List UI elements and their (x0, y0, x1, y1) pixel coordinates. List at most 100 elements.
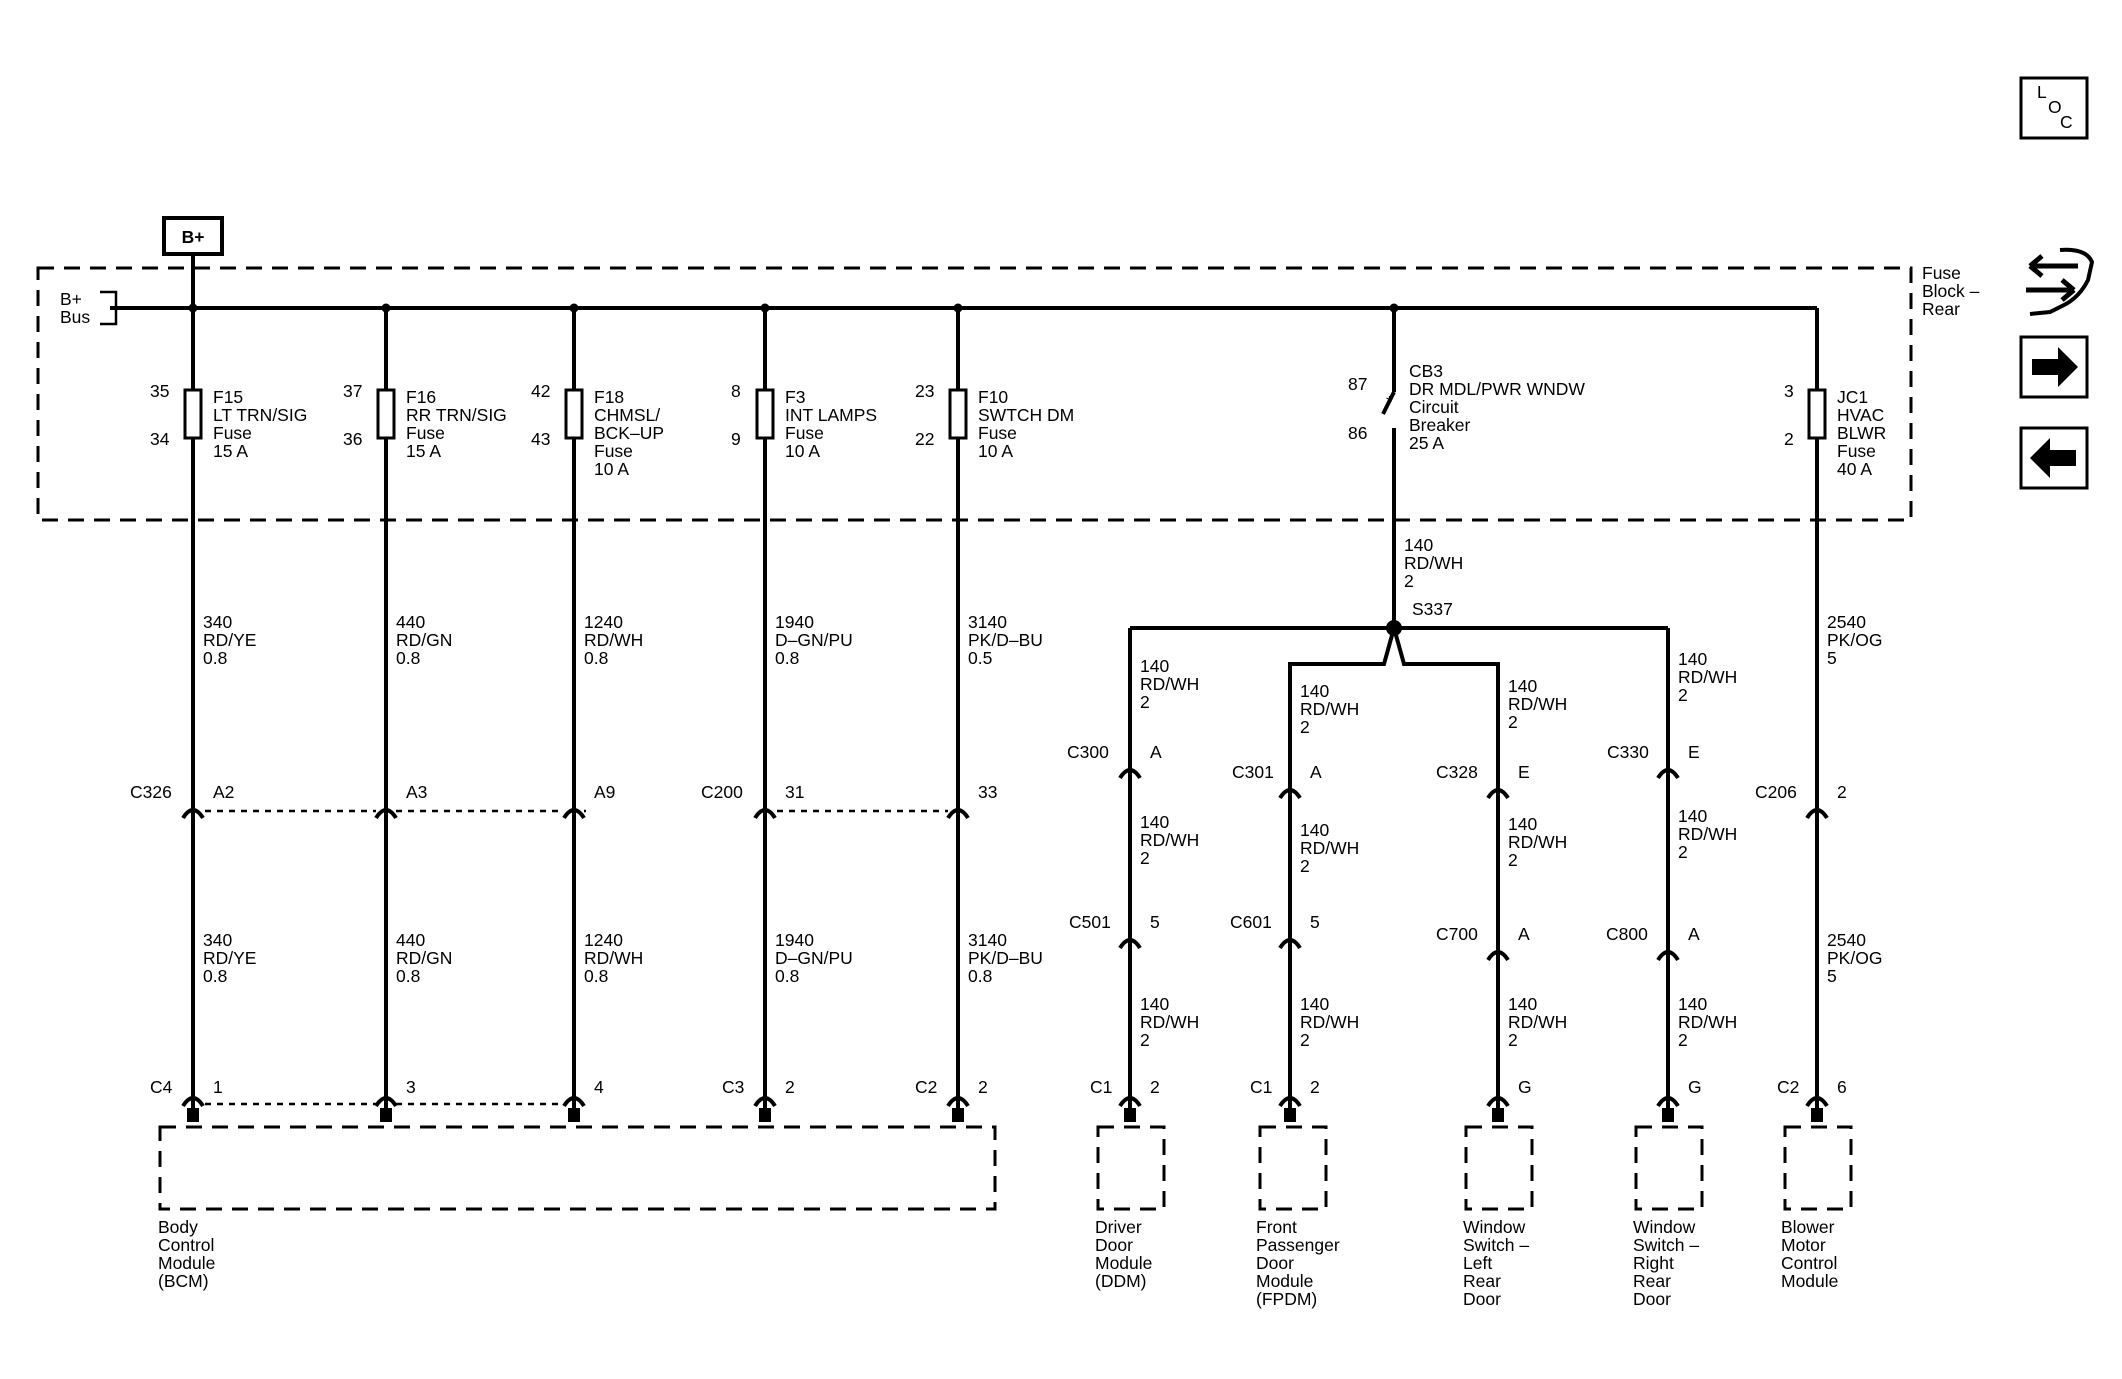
svg-text:C330: C330 (1607, 742, 1649, 762)
svg-text:2: 2 (1837, 782, 1847, 802)
svg-text:C700: C700 (1436, 924, 1478, 944)
svg-text:A: A (1688, 924, 1700, 944)
splice-s337: S337 (1128, 599, 1670, 1110)
loc-button[interactable]: L O C (2019, 76, 2089, 140)
svg-text:C301: C301 (1232, 762, 1274, 782)
svg-text:22: 22 (915, 429, 934, 449)
bus-label: B+Bus (60, 289, 90, 327)
svg-text:C2: C2 (1777, 1077, 1799, 1097)
svg-text:9: 9 (731, 429, 741, 449)
svg-text:5: 5 (1310, 912, 1320, 932)
svg-text:36: 36 (343, 429, 362, 449)
svg-text:37: 37 (343, 381, 362, 401)
fuse-block-outline (36, 266, 1913, 522)
previous-page-button[interactable] (2019, 426, 2089, 490)
svg-text:G: G (1688, 1077, 1702, 1097)
svg-text:C4: C4 (150, 1077, 173, 1097)
svg-text:2: 2 (978, 1077, 988, 1097)
power-source-label: B+ (182, 227, 205, 247)
door-connectors-lower: C501 5 C601 5 C700 A C800 A (1069, 912, 1700, 962)
svg-text:C1: C1 (1250, 1077, 1272, 1097)
svg-text:C200: C200 (701, 782, 743, 802)
svg-text:C300: C300 (1067, 742, 1109, 762)
svg-text:A3: A3 (406, 782, 427, 802)
module-boxes (158, 1125, 1853, 1211)
svg-text:E: E (1688, 742, 1700, 762)
swap-connector-icon[interactable] (2026, 247, 2095, 316)
svg-text:A: A (1150, 742, 1162, 762)
svg-text:3: 3 (406, 1077, 416, 1097)
svg-text:5: 5 (1150, 912, 1160, 932)
svg-text:A: A (1310, 762, 1322, 782)
svg-text:C601: C601 (1230, 912, 1272, 932)
svg-text:23: 23 (915, 381, 934, 401)
svg-text:A9: A9 (594, 782, 615, 802)
svg-text:A2: A2 (213, 782, 234, 802)
svg-text:43: 43 (531, 429, 550, 449)
svg-text:2: 2 (1784, 429, 1794, 449)
svg-text:O: O (2048, 97, 2062, 117)
arrow-right-icon (2032, 347, 2078, 387)
svg-text:34: 34 (150, 429, 170, 449)
svg-text:C2: C2 (915, 1077, 937, 1097)
inline-connectors-row1: C326 A2 A3 A9 C200 31 33 C206 2 (130, 782, 1847, 822)
svg-text:A: A (1518, 924, 1530, 944)
svg-text:L: L (2037, 82, 2047, 102)
svg-text:G: G (1518, 1077, 1532, 1097)
svg-text:C326: C326 (130, 782, 172, 802)
svg-text:2: 2 (785, 1077, 795, 1097)
svg-text:4: 4 (594, 1077, 604, 1097)
svg-text:S337: S337 (1412, 599, 1453, 619)
svg-text:C3: C3 (722, 1077, 744, 1097)
svg-text:31: 31 (785, 782, 804, 802)
svg-text:C206: C206 (1755, 782, 1797, 802)
next-page-button[interactable] (2019, 335, 2089, 399)
svg-text:C1: C1 (1090, 1077, 1112, 1097)
bcm-wires (191, 308, 960, 1110)
svg-text:E: E (1518, 762, 1530, 782)
svg-text:42: 42 (531, 381, 550, 401)
module-connectors: C4 1 3 4 C3 2 C2 2 C1 2 C1 2 G G C2 6 (150, 1077, 1847, 1122)
svg-text:87: 87 (1348, 374, 1367, 394)
svg-text:*: * (1386, 392, 1393, 412)
